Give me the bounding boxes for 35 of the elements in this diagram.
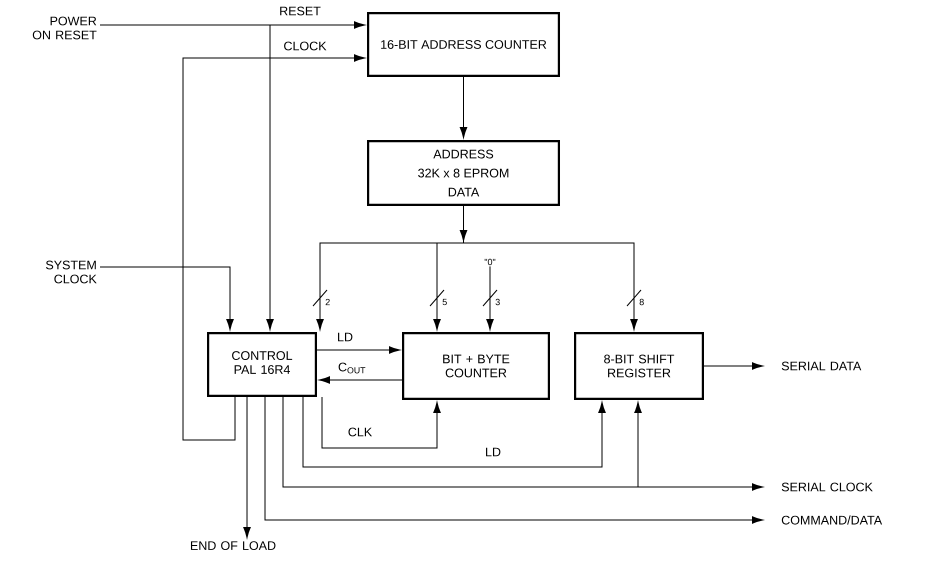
signal-label: POWER ON RESET bbox=[32, 16, 97, 40]
arrow bbox=[100, 266, 234, 330]
arrow bbox=[322, 396, 441, 448]
edge-label: CLOCK bbox=[282, 40, 328, 52]
signal-label: SERIAL CLOCK bbox=[782, 482, 873, 492]
edge-label: CLK bbox=[346, 426, 374, 438]
signal-label: SYSTEM CLOCK bbox=[46, 260, 97, 284]
arrow bbox=[319, 376, 402, 384]
register-box: 8-BIT SHIFT REGISTER bbox=[574, 332, 704, 400]
memory-box: ADDRESS 32K x 8 EPROM DATA bbox=[367, 140, 560, 206]
counter-box: BIT + BYTE COUNTER bbox=[402, 332, 550, 400]
arrow bbox=[460, 76, 468, 138]
control-box: CONTROL PAL 16R4 bbox=[207, 332, 317, 397]
arrow bbox=[302, 396, 606, 468]
counter-box: 16-BIT ADDRESS COUNTER bbox=[367, 12, 560, 77]
arrow bbox=[100, 24, 274, 330]
arrow bbox=[264, 396, 763, 524]
edge-label: 2 bbox=[324, 298, 332, 306]
edge-label: LD bbox=[484, 446, 502, 458]
edge-label: C$_{OUT}$ bbox=[337, 362, 367, 374]
signal-label: END OF LOAD bbox=[190, 541, 276, 550]
arrow bbox=[243, 396, 251, 538]
edge-label: RESET bbox=[278, 6, 322, 16]
edge-label: 5 bbox=[441, 298, 448, 306]
edge-label: LD bbox=[336, 332, 354, 342]
edge-label: 3 bbox=[494, 298, 502, 306]
arrow bbox=[316, 346, 400, 354]
signal-label: COMMAND/DATA bbox=[782, 515, 882, 525]
arrow bbox=[486, 266, 494, 330]
arrow bbox=[182, 54, 366, 440]
edge-label: 8 bbox=[638, 298, 646, 306]
signal-label: SERIAL DATA bbox=[782, 362, 862, 370]
arrow bbox=[460, 206, 468, 241]
constant-label: "0" bbox=[484, 258, 496, 266]
arrow bbox=[704, 362, 763, 370]
